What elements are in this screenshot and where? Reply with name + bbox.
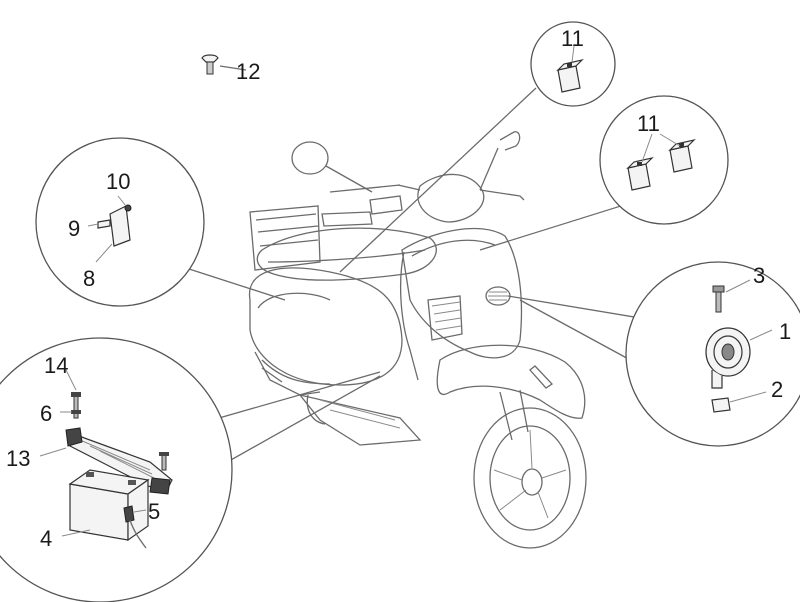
- callout-11-pair: 11: [637, 111, 660, 136]
- callout-14: 14: [44, 353, 68, 378]
- callout-9: 9: [68, 216, 80, 241]
- callout-5: 5: [148, 499, 160, 524]
- callout-3: 3: [753, 263, 765, 288]
- callout-11-top: 11: [561, 26, 584, 51]
- scooter-illustration: [248, 131, 587, 549]
- callout-4: 4: [40, 526, 52, 551]
- callout-13: 13: [6, 446, 30, 471]
- callout-6: 6: [40, 401, 52, 426]
- callout-10: 10: [106, 169, 130, 194]
- detail-circle-horn: [625, 261, 800, 447]
- detail-circle-relay-bracket: [35, 137, 205, 307]
- callout-labels: 1 2 3 4 5 6 8 9 10 11 11 12 13 14: [6, 26, 791, 551]
- detail-circle-battery: [0, 337, 233, 602]
- callout-12: 12: [236, 59, 260, 84]
- callout-2: 2: [771, 377, 783, 402]
- detail-circle-relay-pair: [599, 95, 729, 225]
- callout-1: 1: [779, 319, 791, 344]
- part-12-clip: [201, 54, 219, 75]
- leader-lines: [185, 65, 641, 466]
- callout-8: 8: [83, 266, 95, 291]
- detail-circle-relay-top: [530, 21, 616, 107]
